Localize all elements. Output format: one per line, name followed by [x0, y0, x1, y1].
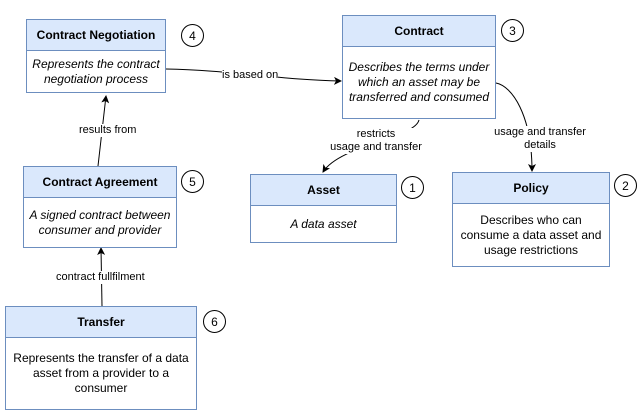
contract-agreement-description: A signed contract between consumer and p…	[29, 207, 171, 237]
contract-description: Describes the terms under which an asset…	[348, 60, 490, 104]
policy-node[interactable]: Policy Describes who can consume a data …	[452, 172, 610, 267]
edge-label-usage-details: usage and transfer details	[490, 126, 590, 152]
asset-description: A data asset	[290, 216, 357, 231]
badge-4: 4	[181, 24, 204, 47]
badge-1: 1	[401, 176, 424, 199]
contract-title: Contract	[343, 16, 495, 47]
edge-label-results-from: results from	[79, 124, 137, 137]
edge-label-contract-fulfilment: contract fullfilment	[56, 271, 145, 284]
badge-3: 3	[501, 19, 524, 42]
edge-label-usage-details-line2: details	[524, 139, 556, 151]
badge-2: 2	[614, 174, 637, 197]
contract-agreement-node[interactable]: Contract Agreement A signed contract bet…	[23, 166, 177, 248]
edge-label-usage-details-line1: usage and transfer	[494, 126, 586, 138]
edge-label-restricts: restricts usage and transfer	[326, 128, 426, 154]
contract-negotiation-node[interactable]: Contract Negotiation Represents the cont…	[26, 19, 166, 93]
edge-label-is-based-on: is based on	[222, 69, 279, 82]
contract-negotiation-description: Represents the contract negotiation proc…	[32, 56, 160, 86]
badge-5: 5	[181, 170, 204, 193]
edge-contract-to-policy	[495, 82, 536, 172]
transfer-description: Represents the transfer of a data asset …	[13, 351, 189, 395]
asset-title: Asset	[251, 175, 396, 206]
transfer-node[interactable]: Transfer Represents the transfer of a da…	[5, 306, 197, 410]
transfer-title: Transfer	[6, 307, 196, 338]
contract-agreement-title: Contract Agreement	[24, 167, 176, 198]
asset-node[interactable]: Asset A data asset	[250, 174, 397, 243]
edge-label-restricts-line2: usage and transfer	[330, 141, 422, 153]
badge-6: 6	[203, 310, 226, 333]
policy-title: Policy	[453, 173, 609, 204]
contract-negotiation-title: Contract Negotiation	[27, 20, 165, 51]
policy-description: Describes who can consume a data asset a…	[460, 212, 602, 257]
edge-label-restricts-line1: restricts	[356, 128, 396, 140]
contract-node[interactable]: Contract Describes the terms under which…	[342, 15, 496, 119]
